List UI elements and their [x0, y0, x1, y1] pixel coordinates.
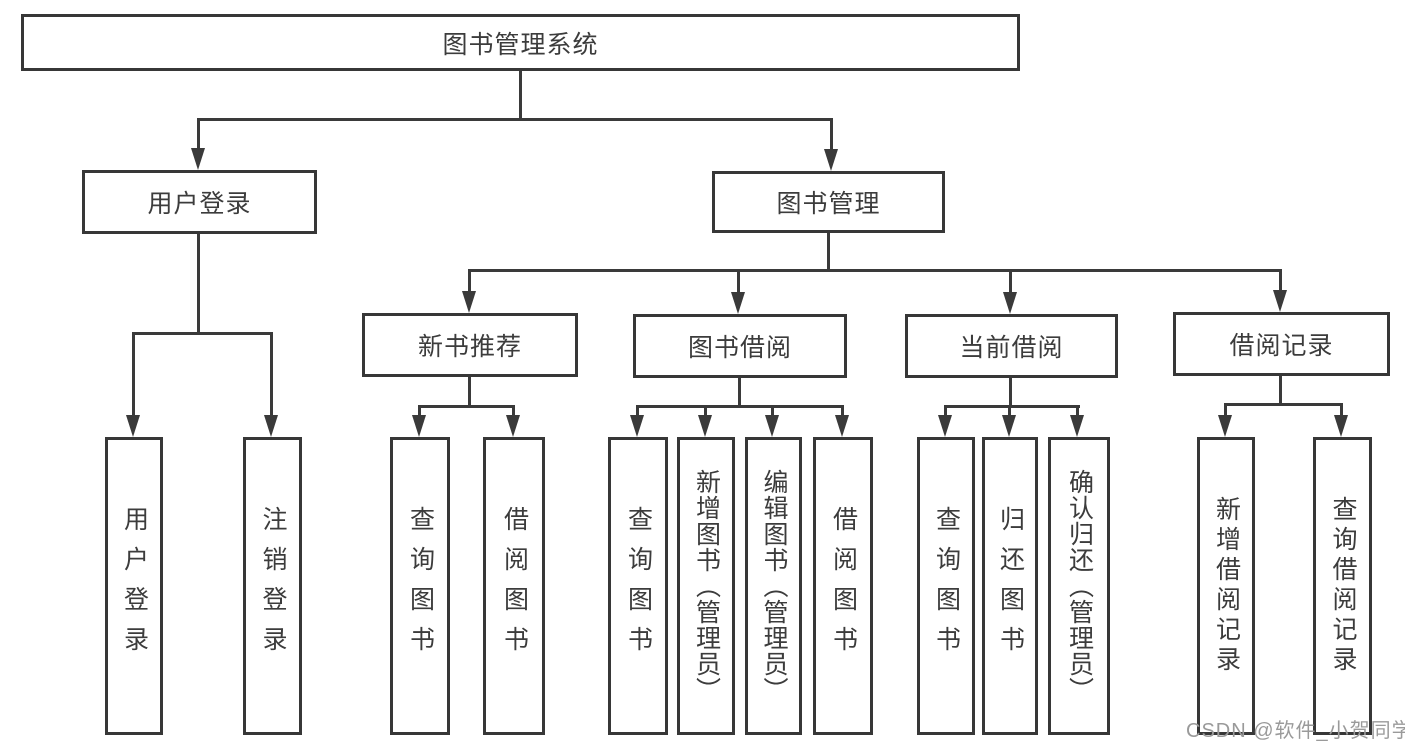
arrow-down-icon — [1002, 415, 1016, 437]
leaf-label: 新增借阅记录 — [1212, 496, 1241, 676]
leaf-add-borrow-record: 新增借阅记录 — [1197, 437, 1255, 735]
node-user-login: 用户登录 — [82, 170, 317, 234]
connector-stem — [1279, 376, 1282, 406]
node-borrowing-records-label: 借阅记录 — [1229, 332, 1334, 360]
arrow-down-icon — [412, 415, 426, 437]
node-book-borrowing-label: 图书借阅 — [687, 334, 792, 362]
leaf-add-books-admin: 新增图书（管理员） — [677, 437, 735, 735]
connector-drop-book-borrow — [737, 269, 740, 293]
connector-drop-leaf — [704, 405, 707, 418]
leaf-label: 借阅图书 — [829, 506, 858, 666]
arrow-down-icon — [1003, 292, 1017, 314]
node-user-login-label: 用户登录 — [147, 190, 252, 218]
leaf-query-borrow-record: 查询借阅记录 — [1313, 437, 1372, 735]
node-book-management: 图书管理 — [712, 171, 945, 233]
arrow-down-icon — [824, 149, 838, 171]
leaf-user-login-label: 用户登录 — [120, 506, 149, 666]
leaf-label: 新增图书（管理员） — [692, 469, 721, 703]
leaf-label: 查询图书 — [932, 506, 961, 666]
arrow-down-icon — [191, 148, 205, 170]
connector-drop-user-login — [197, 118, 200, 150]
leaf-label: 归还图书 — [996, 506, 1025, 666]
connector-root-stem — [519, 71, 522, 119]
connector-rail — [1224, 403, 1343, 406]
connector-user-login-rail — [132, 332, 273, 335]
connector-drop-borrow-records — [1279, 269, 1282, 293]
leaf-borrow-books-2: 借阅图书 — [813, 437, 873, 735]
arrow-down-icon — [835, 415, 849, 437]
leaf-label: 借阅图书 — [500, 506, 529, 666]
leaf-borrow-books-1: 借阅图书 — [483, 437, 545, 735]
leaf-label: 确认归还（管理员） — [1065, 469, 1094, 703]
node-new-book-recommend: 新书推荐 — [362, 313, 578, 377]
connector-drop-leaf — [771, 405, 774, 418]
connector-rail — [636, 405, 844, 408]
csdn-watermark: CSDN @软件_小贺同学 — [1186, 720, 1405, 742]
leaf-query-books-1: 查询图书 — [390, 437, 450, 735]
arrow-down-icon — [264, 415, 278, 437]
connector-drop-leaf — [270, 332, 273, 418]
connector-rail — [418, 405, 515, 408]
node-current-borrowing: 当前借阅 — [905, 314, 1118, 378]
connector-stem — [738, 378, 741, 408]
arrow-down-icon — [462, 291, 476, 313]
arrow-down-icon — [506, 415, 520, 437]
connector-stem — [1009, 378, 1012, 408]
connector-drop-book-management — [830, 118, 833, 150]
arrow-down-icon — [938, 415, 952, 437]
leaf-label: 查询借阅记录 — [1329, 496, 1357, 676]
connector-drop-leaf — [1340, 403, 1343, 418]
leaf-logout: 注销登录 — [243, 437, 302, 735]
node-book-borrowing: 图书借阅 — [633, 314, 847, 378]
leaf-return-books: 归还图书 — [982, 437, 1038, 735]
arrow-down-icon — [630, 415, 644, 437]
connector-drop-leaf — [944, 405, 947, 418]
connector-drop-leaf — [1008, 405, 1011, 418]
arrow-down-icon — [1218, 415, 1232, 437]
connector-stem — [468, 377, 471, 408]
connector-drop-leaf — [1076, 405, 1079, 418]
arrow-down-icon — [126, 415, 140, 437]
leaf-query-books-2: 查询图书 — [608, 437, 668, 735]
node-current-borrowing-label: 当前借阅 — [959, 334, 1064, 362]
connector-drop-leaf — [636, 405, 639, 418]
leaf-confirm-return-admin: 确认归还（管理员） — [1048, 437, 1110, 735]
connector-drop-leaf — [841, 405, 844, 418]
connector-book-management-stem — [827, 233, 830, 272]
leaf-user-login: 用户登录 — [105, 437, 163, 735]
arrow-down-icon — [1273, 290, 1287, 312]
node-borrowing-records: 借阅记录 — [1173, 312, 1390, 376]
connector-root-rail — [197, 118, 833, 121]
connector-user-login-stem — [197, 234, 200, 334]
arrow-down-icon — [1334, 415, 1348, 437]
connector-drop-leaf — [1224, 403, 1227, 418]
node-new-book-recommend-label: 新书推荐 — [417, 333, 522, 361]
leaf-label: 查询图书 — [624, 506, 653, 666]
connector-rail — [944, 405, 1080, 408]
connector-drop-current-borrow — [1009, 269, 1012, 293]
node-root-label: 图书管理系统 — [442, 30, 599, 59]
connector-book-management-rail — [468, 269, 1282, 272]
connector-drop-leaf — [132, 332, 135, 418]
leaf-query-books-3: 查询图书 — [917, 437, 975, 735]
node-root: 图书管理系统 — [21, 14, 1020, 71]
node-book-management-label: 图书管理 — [776, 190, 881, 218]
connector-drop-leaf — [512, 405, 515, 418]
leaf-label: 编辑图书（管理员） — [760, 469, 788, 703]
leaf-edit-books-admin: 编辑图书（管理员） — [745, 437, 802, 735]
connector-drop-new-book — [468, 269, 471, 293]
arrow-down-icon — [1070, 415, 1084, 437]
connector-drop-leaf — [418, 405, 421, 418]
arrow-down-icon — [765, 415, 779, 437]
arrow-down-icon — [731, 292, 745, 314]
leaf-logout-label: 注销登录 — [259, 506, 287, 666]
leaf-label: 查询图书 — [406, 506, 435, 666]
arrow-down-icon — [698, 415, 712, 437]
